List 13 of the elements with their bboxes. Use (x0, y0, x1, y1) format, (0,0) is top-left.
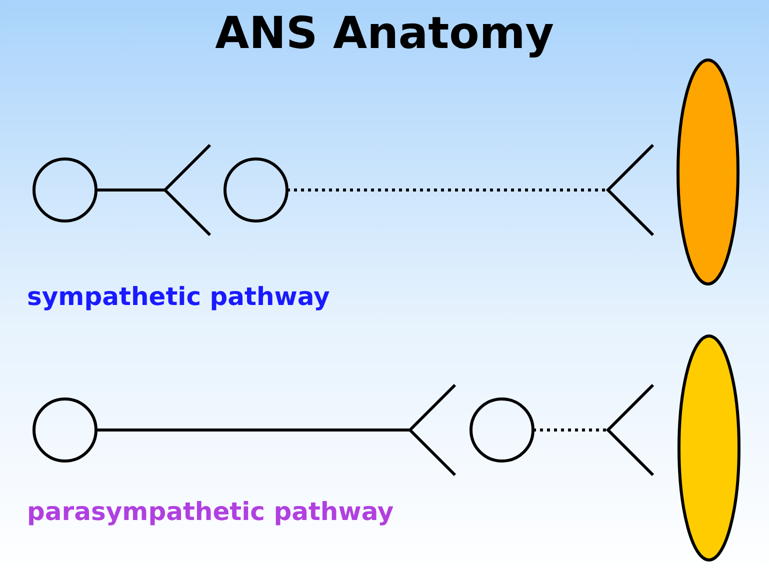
cell-body-circle (224, 158, 288, 222)
axon-line (96, 384, 456, 476)
pathway-label: sympathetic pathway (27, 282, 330, 311)
cell-body-circle (470, 398, 534, 462)
cell-body-circle (32, 158, 98, 222)
dotted-axon-line (287, 144, 654, 236)
dotted-axon-line (533, 384, 654, 476)
cell-body-circle (32, 398, 98, 462)
pathway-label: parasympathetic pathway (27, 497, 394, 526)
target-organ-ellipse (678, 334, 740, 562)
target-organ-ellipse (676, 58, 740, 286)
axon-line (96, 144, 212, 236)
title: ANS Anatomy (214, 8, 555, 59)
